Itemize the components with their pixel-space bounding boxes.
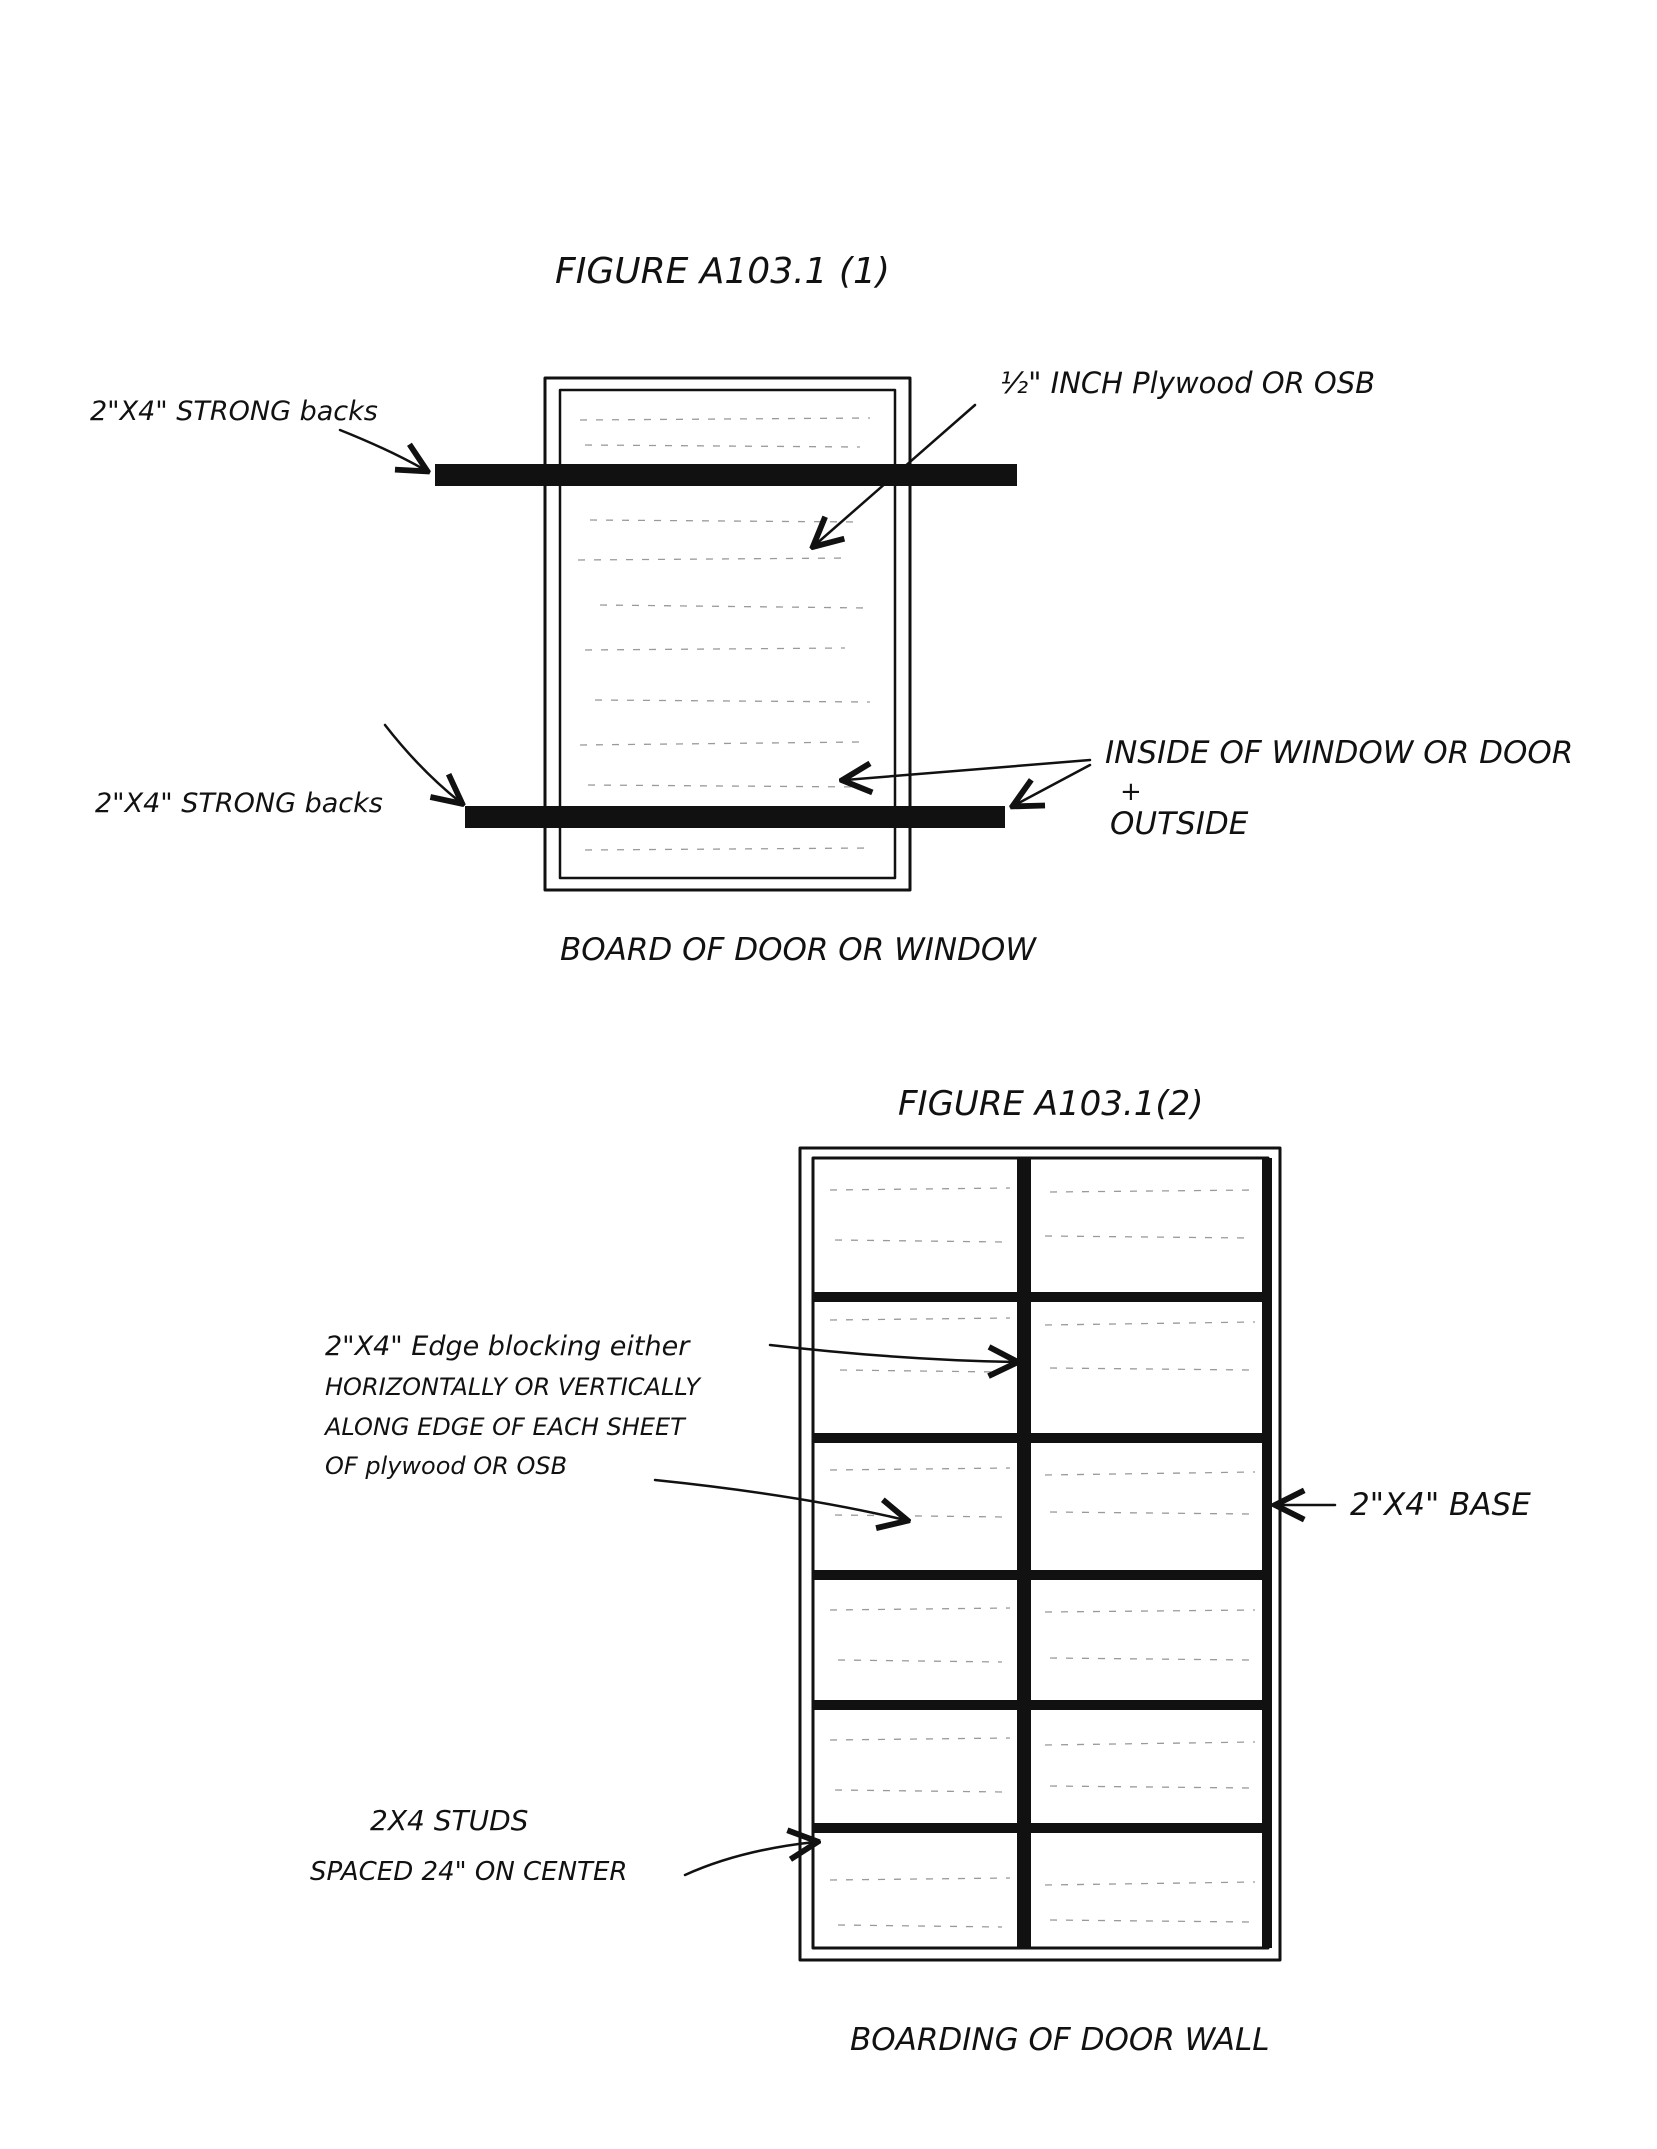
inside-arrow xyxy=(845,758,1092,780)
blocking-arrow-lower xyxy=(653,1478,905,1520)
figure-2-title: FIGURE A103.1(2) xyxy=(898,1084,1204,1124)
wall-plywood-sheets xyxy=(829,1187,1256,1928)
blocking-row-3 xyxy=(813,1570,1268,1580)
inside-outside-label-line2: OUTSIDE xyxy=(1110,806,1249,842)
inside-outside-label-line1: INSIDE OF WINDOW OR DOOR xyxy=(1105,735,1573,771)
blocking-label-line4: OF plywood OR OSB xyxy=(325,1452,567,1480)
opening-frame-inner xyxy=(558,388,897,880)
strong-back-top xyxy=(435,464,1017,486)
opening-frame-outer xyxy=(543,376,912,892)
outside-arrow xyxy=(1015,763,1092,805)
blocking-row-5 xyxy=(813,1823,1268,1833)
plywood-label: ½" INCH Plywood OR OSB xyxy=(1000,366,1375,400)
inside-outside-label-plus: + xyxy=(1120,777,1142,807)
figure-1-caption: BOARD OF DOOR OR WINDOW xyxy=(560,932,1037,968)
base-label: 2"X4" BASE xyxy=(1350,1487,1531,1523)
wall-frame-outer xyxy=(798,1146,1282,1962)
blocking-label-line2: HORIZONTALLY OR VERTICALLY xyxy=(325,1373,702,1401)
figure-2-caption: BOARDING OF DOOR WALL xyxy=(850,2022,1270,2058)
blocking-row-2 xyxy=(813,1433,1268,1443)
studs-label-line1: 2X4 STUDS xyxy=(370,1804,528,1837)
studs-label-line2: SPACED 24" ON CENTER xyxy=(310,1857,627,1887)
strong-back-bottom xyxy=(465,806,1005,828)
studs-arrow xyxy=(683,1842,815,1877)
strong-back-top-label: 2"X4" STRONG backs xyxy=(90,396,378,427)
blocking-row-1 xyxy=(813,1292,1268,1302)
strong-back-top-arrow xyxy=(338,428,425,470)
edge-blocking xyxy=(813,1292,1268,1833)
figure-1-title: FIGURE A103.1 (1) xyxy=(555,251,890,292)
figure-1: FIGURE A103.1 (1) 2"X4" STRONG backs ½" … xyxy=(90,251,1573,968)
blocking-label-line3: ALONG EDGE OF EACH SHEET xyxy=(323,1413,687,1441)
strong-back-bottom-label: 2"X4" STRONG backs xyxy=(95,788,383,819)
blocking-row-4 xyxy=(813,1700,1268,1710)
strong-back-bottom-arrow xyxy=(383,723,460,802)
figure-2: FIGURE A103.1(2) xyxy=(310,1084,1531,2058)
blocking-label-line1: 2"X4" Edge blocking either xyxy=(325,1331,691,1362)
plywood-arrow xyxy=(815,403,977,545)
blocking-arrow-upper xyxy=(768,1343,1015,1362)
base-2x4 xyxy=(1262,1158,1272,1948)
